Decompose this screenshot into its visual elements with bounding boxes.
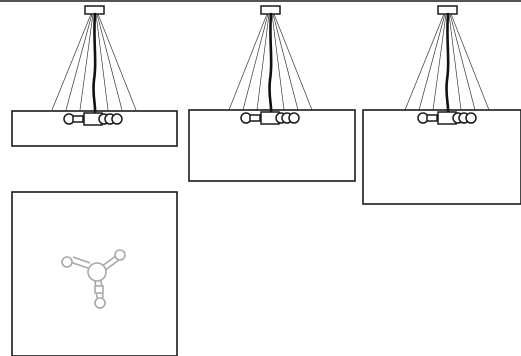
fixture-elevation-2 <box>188 5 356 182</box>
power-cord <box>92 12 97 117</box>
elevation-frame <box>11 110 178 147</box>
elevation-frame <box>188 109 356 182</box>
fixture-body <box>63 112 123 126</box>
fixture-elevation-1 <box>11 5 178 147</box>
plan-hub <box>87 262 107 282</box>
fixture-body <box>240 111 300 125</box>
plan-arms <box>61 249 126 309</box>
suspension-wires <box>228 13 313 111</box>
suspension-wires <box>51 13 137 111</box>
fixture-body <box>417 111 477 125</box>
fixture-plan-view <box>11 191 178 356</box>
fixture-elevation-3 <box>362 5 521 205</box>
plan-frame <box>11 191 178 356</box>
elevation-frame <box>362 109 521 205</box>
suspension-wires <box>404 13 490 111</box>
power-cord <box>445 12 450 117</box>
power-cord <box>268 12 273 117</box>
